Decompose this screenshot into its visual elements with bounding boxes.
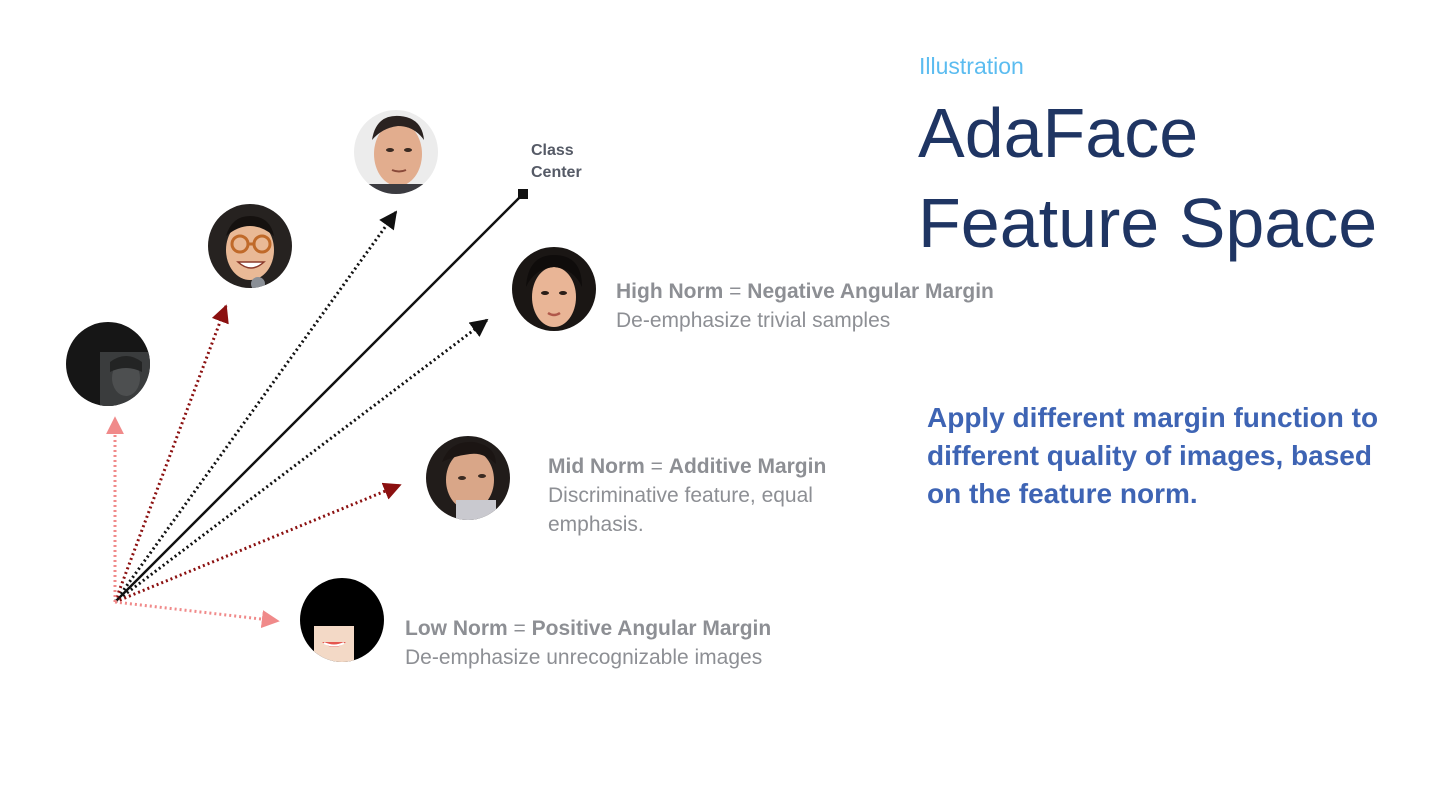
callout-text: Apply different margin function to diffe…: [927, 402, 1379, 509]
low-norm-margin: Positive Angular Margin: [531, 617, 772, 640]
low-norm-subtext: De-emphasize unrecognizable images: [405, 646, 763, 669]
face-photo-low-norm: [300, 578, 384, 662]
mid-norm-subtext: Discriminative feature, equal emphasis.: [548, 484, 813, 536]
high-norm-equals: =: [729, 280, 742, 303]
face-photo-high-norm: [512, 247, 596, 331]
low-norm-label: Low Norm: [405, 617, 508, 640]
mid-norm-description: Mid Norm = Additive Margin Discriminativ…: [548, 452, 868, 539]
arrow-to-low-norm: [114, 600, 280, 629]
high-norm-label: High Norm: [616, 280, 724, 303]
face-photo-top: [354, 110, 438, 194]
high-norm-margin: Negative Angular Margin: [747, 280, 994, 303]
low-norm-equals: =: [513, 617, 526, 640]
title-line-2: Feature Space: [918, 184, 1378, 262]
arrow-to-mid-norm: [114, 482, 402, 604]
class-center-label: Class Center: [531, 142, 582, 181]
arrow-to-top-face: [113, 210, 398, 603]
high-norm-subtext: De-emphasize trivial samples: [616, 309, 891, 332]
mid-norm-margin: Additive Margin: [668, 455, 827, 478]
eyebrow-label: Illustration: [919, 53, 1024, 79]
face-photo-mid-norm: [426, 436, 510, 520]
low-norm-description: Low Norm = Positive Angular Margin De-em…: [405, 614, 771, 672]
face-photo-glasses: [208, 204, 292, 288]
mid-norm-equals: =: [650, 455, 663, 478]
page-title: AdaFace Feature Space: [918, 88, 1377, 268]
face-photo-dark: [66, 322, 150, 406]
mid-norm-label: Mid Norm: [548, 455, 645, 478]
class-center-marker: [518, 189, 528, 199]
title-line-1: AdaFace: [918, 94, 1199, 172]
high-norm-description: High Norm = Negative Angular Margin De-e…: [616, 277, 994, 335]
class-center-vector: [114, 193, 524, 603]
